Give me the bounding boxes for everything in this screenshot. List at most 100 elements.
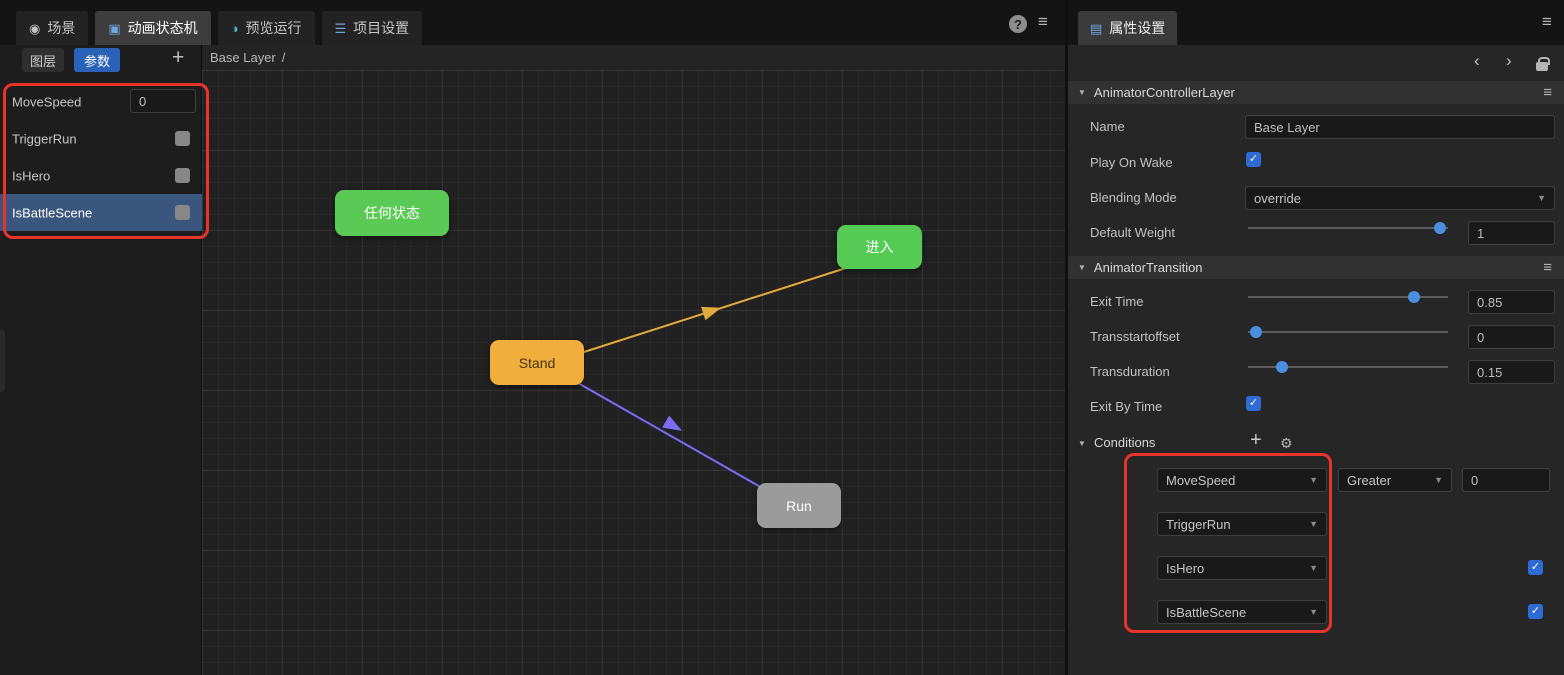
name-label: Name xyxy=(1090,119,1125,134)
condition-row: TriggerRun ▼ xyxy=(1068,512,1564,536)
preview-run-icon: ◑ xyxy=(231,22,239,35)
layer-name-input[interactable] xyxy=(1245,115,1555,139)
condition-row: IsBattleScene ▼ ✓ xyxy=(1068,600,1564,624)
transduration-input[interactable] xyxy=(1468,360,1555,384)
tab-inspector-label: 属性设置 xyxy=(1109,18,1165,38)
condition-op-select[interactable]: Greater ▼ xyxy=(1338,468,1452,492)
chevron-down-icon: ▼ xyxy=(1309,519,1318,529)
tab-animator-state-machine[interactable]: ▣ 动画状态机 xyxy=(95,11,210,45)
condition-param-select[interactable]: IsHero ▼ xyxy=(1157,556,1327,580)
param-checkbox[interactable] xyxy=(175,168,190,183)
condition-value-input[interactable] xyxy=(1462,468,1550,492)
condition-param-value: IsBattleScene xyxy=(1166,605,1246,620)
play-on-wake-checkbox[interactable]: ✓ xyxy=(1246,152,1261,167)
stand-to-run-transition[interactable] xyxy=(578,383,764,489)
param-row-ishero[interactable]: IsHero xyxy=(0,157,202,194)
slider-handle[interactable] xyxy=(1434,222,1446,234)
layers-tab[interactable]: 图层 xyxy=(22,48,64,72)
condition-checkbox[interactable]: ✓ xyxy=(1528,604,1543,619)
slider-handle[interactable] xyxy=(1250,326,1262,338)
node-enter[interactable]: 进入 xyxy=(837,225,922,269)
chevron-down-icon: ▼ xyxy=(1309,607,1318,617)
section-title: AnimatorControllerLayer xyxy=(1094,85,1235,100)
inspector-panel: ‹ › ▼ AnimatorControllerLayer ≡ Name Pla… xyxy=(1068,45,1564,675)
condition-row: IsHero ▼ ✓ xyxy=(1068,556,1564,580)
condition-param-select[interactable]: MoveSpeed ▼ xyxy=(1157,468,1327,492)
default-weight-input[interactable] xyxy=(1468,221,1555,245)
tab-scene[interactable]: ◉ 场景 xyxy=(16,11,88,45)
slider-handle[interactable] xyxy=(1408,291,1420,303)
chevron-down-icon: ▼ xyxy=(1309,563,1318,573)
slider-track xyxy=(1248,331,1448,333)
topbar: ◉ 场景 ▣ 动画状态机 ◑ 预览运行 ☰ 项目设置 ? ≡ ▤ 属性设置 ≡ xyxy=(0,0,1564,45)
transstartoffset-label: Transstartoffset xyxy=(1090,329,1180,344)
default-weight-label: Default Weight xyxy=(1090,225,1175,240)
chevron-down-icon: ▼ xyxy=(1434,475,1443,485)
blending-mode-select[interactable]: override ▼ xyxy=(1245,186,1555,210)
params-tab[interactable]: 参数 xyxy=(74,48,120,72)
section-title: AnimatorTransition xyxy=(1094,260,1203,275)
transduration-label: Transduration xyxy=(1090,364,1170,379)
add-parameter-button[interactable]: + xyxy=(172,46,184,70)
canvas-menu-icon[interactable]: ≡ xyxy=(1038,13,1048,30)
collapsed-panel-handle[interactable] xyxy=(0,330,5,392)
transstartoffset-slider[interactable] xyxy=(1248,326,1448,338)
tab-preview-run[interactable]: ◑ 预览运行 xyxy=(218,11,315,45)
nav-forward-icon[interactable]: › xyxy=(1506,52,1512,69)
section-menu-icon[interactable]: ≡ xyxy=(1543,259,1552,276)
param-row-movespeed[interactable]: MoveSpeed xyxy=(0,83,202,120)
check-icon: ✓ xyxy=(1531,606,1540,617)
exit-time-slider[interactable] xyxy=(1248,291,1448,303)
transduration-slider[interactable] xyxy=(1248,361,1448,373)
condition-param-value: TriggerRun xyxy=(1166,517,1231,532)
param-row-isbattlescene[interactable]: IsBattleScene xyxy=(0,194,202,231)
param-checkbox[interactable] xyxy=(175,131,190,146)
condition-checkbox[interactable]: ✓ xyxy=(1528,560,1543,575)
add-condition-button[interactable]: + xyxy=(1250,429,1262,452)
condition-param-value: MoveSpeed xyxy=(1166,473,1235,488)
exit-time-label: Exit Time xyxy=(1090,294,1143,309)
node-run[interactable]: Run xyxy=(757,483,841,528)
exit-by-time-checkbox[interactable]: ✓ xyxy=(1246,396,1261,411)
section-title: Conditions xyxy=(1094,435,1155,450)
default-weight-slider[interactable] xyxy=(1248,222,1448,234)
node-any-state[interactable]: 任何状态 xyxy=(335,190,449,236)
lock-icon[interactable] xyxy=(1536,62,1548,71)
exit-by-time-label: Exit By Time xyxy=(1090,399,1162,414)
check-icon: ✓ xyxy=(1249,398,1258,409)
slider-track xyxy=(1248,227,1448,229)
condition-param-value: IsHero xyxy=(1166,561,1204,576)
tab-inspector[interactable]: ▤ 属性设置 xyxy=(1078,11,1177,45)
inspector-menu-icon[interactable]: ≡ xyxy=(1542,13,1552,30)
panel-divider[interactable] xyxy=(1065,0,1068,675)
play-on-wake-label: Play On Wake xyxy=(1090,155,1173,170)
condition-param-select[interactable]: IsBattleScene ▼ xyxy=(1157,600,1327,624)
param-checkbox[interactable] xyxy=(175,205,190,220)
top-tab-bar: ◉ 场景 ▣ 动画状态机 ◑ 预览运行 ☰ 项目设置 xyxy=(16,11,422,45)
collapse-icon: ▼ xyxy=(1078,439,1086,448)
tab-preview-label: 预览运行 xyxy=(246,18,302,38)
param-value-input[interactable] xyxy=(130,89,196,113)
transstartoffset-input[interactable] xyxy=(1468,325,1555,349)
nav-back-icon[interactable]: ‹ xyxy=(1474,52,1480,69)
breadcrumb-layer[interactable]: Base Layer xyxy=(210,50,276,65)
exit-time-input[interactable] xyxy=(1468,290,1555,314)
param-name: IsBattleScene xyxy=(12,205,92,220)
help-icon[interactable]: ? xyxy=(1009,15,1027,33)
tab-project-label: 项目设置 xyxy=(353,18,409,38)
check-icon: ✓ xyxy=(1531,562,1540,573)
param-name: TriggerRun xyxy=(12,131,77,146)
scene-icon: ◉ xyxy=(29,22,40,35)
slider-handle[interactable] xyxy=(1276,361,1288,373)
gear-icon[interactable]: ⚙ xyxy=(1280,435,1293,452)
node-stand[interactable]: Stand xyxy=(490,340,584,385)
section-animator-controller-layer[interactable]: ▼ AnimatorControllerLayer ≡ xyxy=(1068,81,1564,104)
tab-project-settings[interactable]: ☰ 项目设置 xyxy=(322,11,423,45)
section-animator-transition[interactable]: ▼ AnimatorTransition ≡ xyxy=(1068,256,1564,279)
section-conditions[interactable]: ▼ Conditions + ⚙ xyxy=(1068,433,1564,455)
section-menu-icon[interactable]: ≡ xyxy=(1543,84,1552,101)
stand-to-enter-arrowhead[interactable] xyxy=(701,301,723,320)
param-row-triggerrun[interactable]: TriggerRun xyxy=(0,120,202,157)
inspector-icon: ▤ xyxy=(1090,22,1102,35)
condition-param-select[interactable]: TriggerRun ▼ xyxy=(1157,512,1327,536)
